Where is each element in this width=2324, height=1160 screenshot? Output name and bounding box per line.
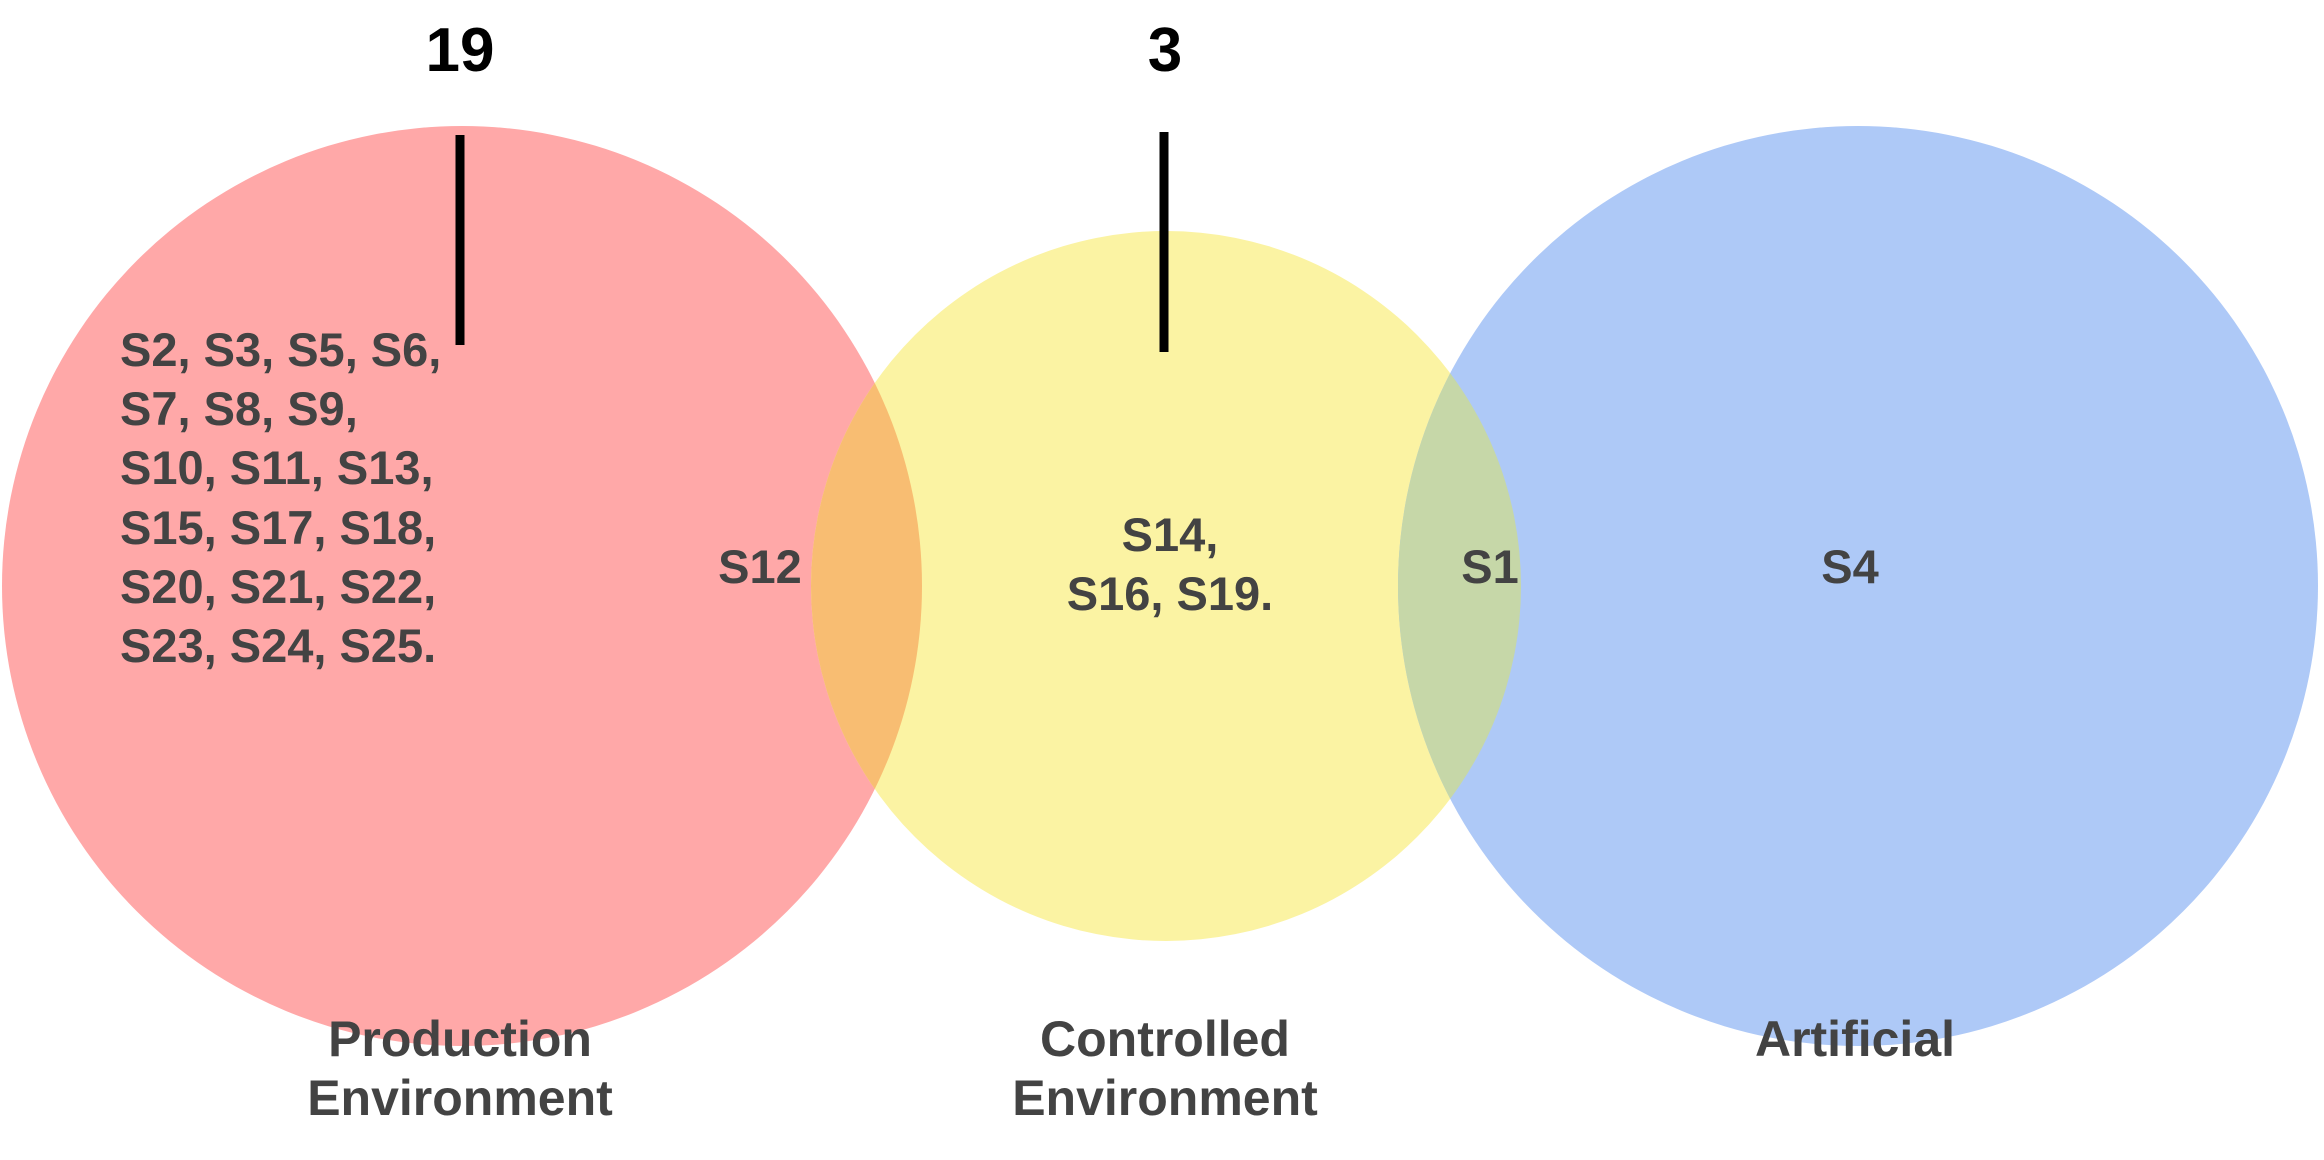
- set-circle-production-environment: [2, 126, 922, 1046]
- set-circle-artificial: [1398, 126, 2318, 1046]
- set-circle-controlled-environment: [811, 231, 1521, 941]
